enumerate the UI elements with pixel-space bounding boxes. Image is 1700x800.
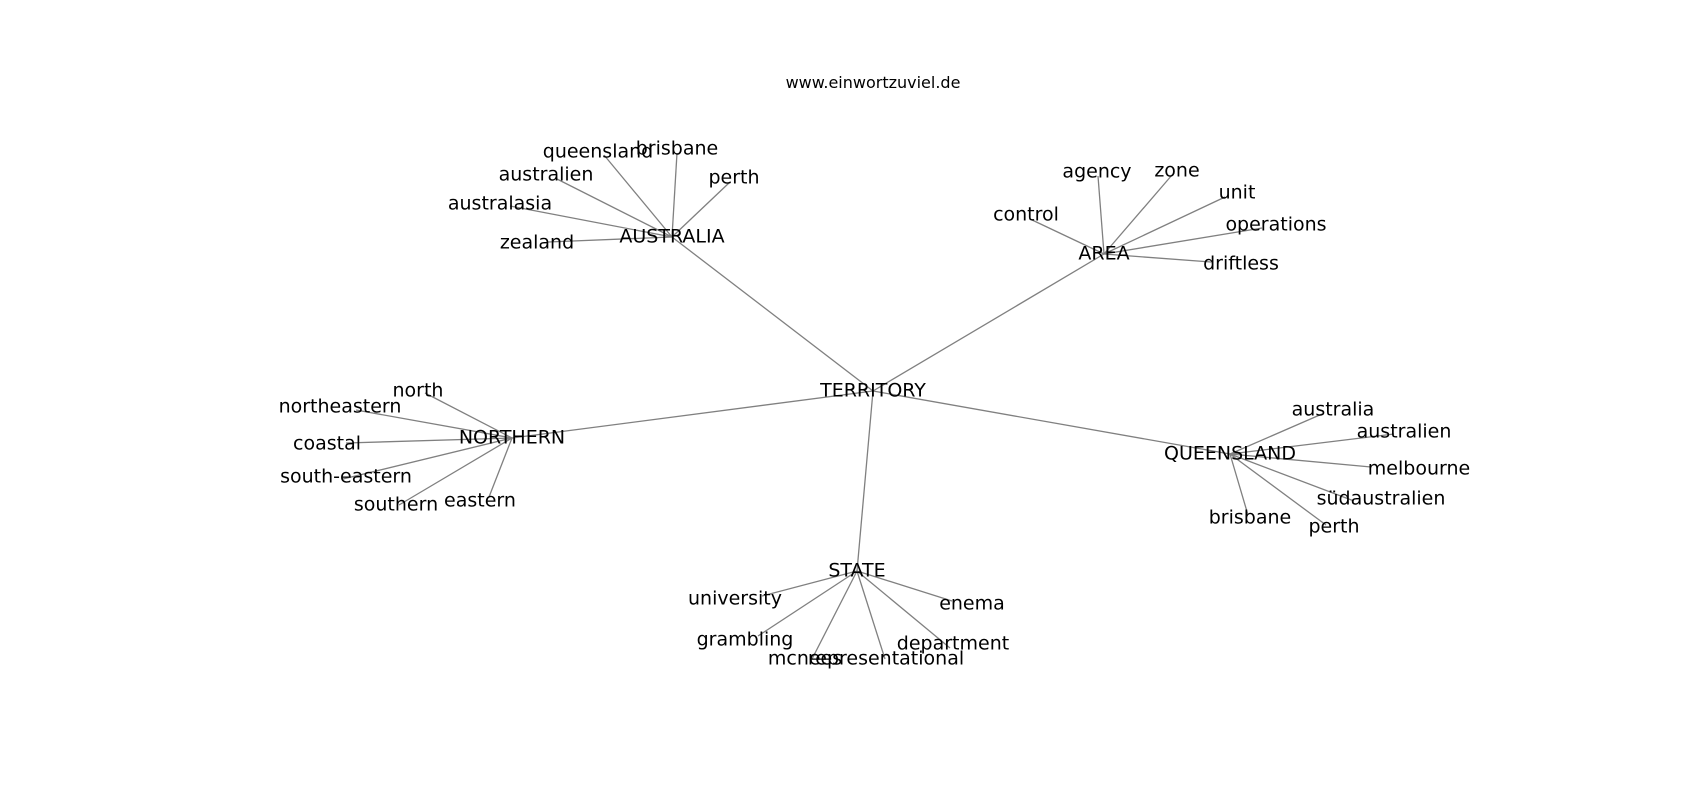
child-node-label: südaustralien xyxy=(1317,488,1446,510)
child-node-label: coastal xyxy=(293,433,361,455)
edge-northern-northeastern xyxy=(355,409,513,439)
hub-node-northern: NORTHERN xyxy=(459,427,565,449)
child-node-label: department xyxy=(897,633,1009,655)
edge-northern-coastal xyxy=(345,437,513,444)
hub-node-queensland: QUEENSLAND xyxy=(1164,443,1296,465)
edge-northern-north xyxy=(424,392,513,439)
child-node-label: northeastern xyxy=(279,396,402,418)
edge-northern-south-eastern xyxy=(342,437,513,480)
edge-area-control xyxy=(1029,218,1105,255)
child-node-label: queensland xyxy=(543,141,653,163)
child-node-label: australien xyxy=(1357,421,1452,443)
edge-northern-southern xyxy=(398,437,513,506)
child-node-label: australia xyxy=(1292,399,1375,421)
graph-labels: www.einwortzuviel.de queenslandbrisbanep… xyxy=(279,73,1471,670)
edge-area-operations xyxy=(1103,227,1263,255)
edge-queensland-perth xyxy=(1229,453,1327,526)
edge-root-australia xyxy=(671,236,874,392)
hub-node-state: STATE xyxy=(828,560,885,582)
root-node-label: TERRITORY xyxy=(819,380,926,402)
child-node-label: south-eastern xyxy=(280,466,412,488)
edge-root-queensland xyxy=(872,390,1231,455)
child-node-label: university xyxy=(688,588,782,610)
child-node-label: melbourne xyxy=(1368,458,1470,480)
hub-node-australia: AUSTRALIA xyxy=(619,226,724,248)
edge-area-zone xyxy=(1103,174,1173,255)
child-node-label: zealand xyxy=(500,232,574,254)
edge-area-unit xyxy=(1103,196,1226,255)
edge-queensland-südaustralien xyxy=(1229,453,1355,502)
edge-queensland-australia xyxy=(1229,413,1323,455)
child-node-label: australasia xyxy=(448,193,552,215)
edge-state-representational xyxy=(856,570,886,660)
edge-state-enema xyxy=(856,570,953,602)
edge-northern-eastern xyxy=(488,437,513,498)
edge-state-department xyxy=(856,570,951,649)
edge-australia-zealand xyxy=(547,236,673,243)
child-node-label: southern xyxy=(354,494,438,516)
edge-area-agency xyxy=(1097,175,1105,255)
edge-area-driftless xyxy=(1103,253,1212,263)
edge-queensland-brisbane xyxy=(1229,453,1249,516)
edge-australia-perth xyxy=(671,181,731,238)
child-node-label: mcnees xyxy=(768,648,842,670)
child-node-label: brisbane xyxy=(636,138,719,160)
edge-state-grambling xyxy=(757,570,858,637)
edge-state-mcnees xyxy=(811,570,858,660)
edge-australia-queensland xyxy=(603,154,673,238)
child-node-label: perth xyxy=(708,167,759,189)
child-node-label: unit xyxy=(1219,182,1256,204)
graph-edges xyxy=(342,152,1395,660)
edge-root-area xyxy=(872,253,1105,392)
child-node-label: control xyxy=(993,204,1059,226)
child-node-label: driftless xyxy=(1203,253,1279,275)
edge-root-state xyxy=(856,390,874,572)
child-node-label: enema xyxy=(939,593,1005,615)
child-node-label: australien xyxy=(499,164,594,186)
site-watermark: www.einwortzuviel.de xyxy=(786,73,961,92)
edge-root-northern xyxy=(511,390,874,439)
edge-queensland-australien xyxy=(1229,433,1395,455)
child-node-label: brisbane xyxy=(1209,507,1292,529)
edge-australia-australien xyxy=(554,177,673,238)
edge-australia-brisbane xyxy=(671,152,678,238)
child-node-label: representational xyxy=(808,648,964,670)
edge-state-university xyxy=(761,570,858,597)
child-node-label: eastern xyxy=(444,490,516,512)
hub-node-area: AREA xyxy=(1078,243,1129,265)
child-node-label: perth xyxy=(1308,516,1359,538)
child-node-label: operations xyxy=(1225,214,1326,236)
child-node-label: north xyxy=(393,380,444,402)
edge-queensland-melbourne xyxy=(1229,453,1372,468)
child-node-label: agency xyxy=(1062,161,1131,183)
child-node-label: grambling xyxy=(697,629,794,651)
edge-australia-australasia xyxy=(509,205,673,238)
child-node-label: zone xyxy=(1154,160,1199,182)
